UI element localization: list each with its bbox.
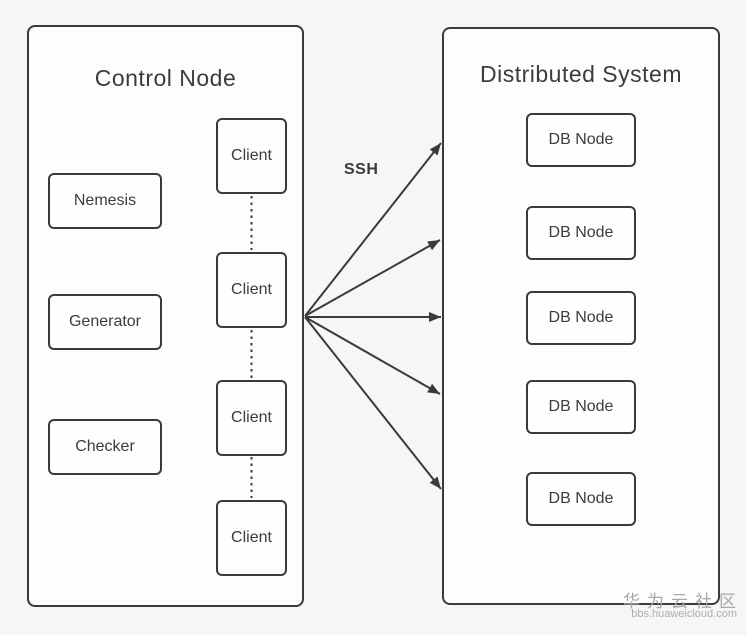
node-client-1: Client (216, 118, 287, 194)
node-db-5: DB Node (526, 472, 636, 526)
watermark-community: 华为云社区 (623, 592, 743, 611)
node-client-4: Client (216, 500, 287, 576)
node-checker: Checker (48, 419, 162, 475)
node-db-4: DB Node (526, 380, 636, 434)
watermark-site: bbs.huaweicloud.com (631, 608, 737, 620)
node-client-2: Client (216, 252, 287, 328)
node-db-2: DB Node (526, 206, 636, 260)
ssh-arrow-5 (304, 316, 442, 490)
ssh-arrow-4 (304, 316, 441, 395)
control-node-title: Control Node (94, 65, 237, 91)
distributed-system-title: Distributed System (479, 61, 682, 87)
node-db-3: DB Node (526, 291, 636, 345)
node-client-3: Client (216, 380, 287, 456)
ssh-arrow-2 (304, 239, 441, 317)
node-nemesis: Nemesis (48, 173, 162, 229)
node-db-1: DB Node (526, 113, 636, 167)
node-generator: Generator (48, 294, 162, 350)
ssh-label: SSH (344, 161, 379, 178)
